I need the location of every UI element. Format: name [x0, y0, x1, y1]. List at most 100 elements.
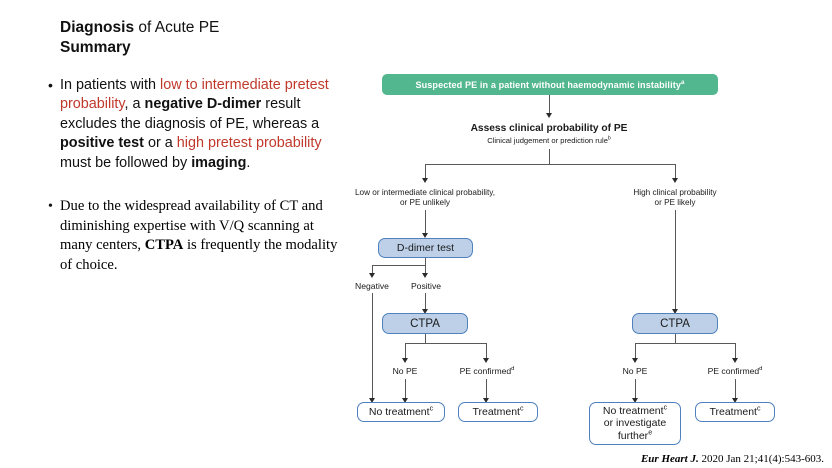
node-treatment-left: Treatmentc — [458, 402, 538, 422]
label-pe-confirmed-left: PE confirmedd — [459, 366, 515, 376]
arrowhead — [402, 398, 408, 403]
connector-high-to-ctpa — [675, 210, 676, 310]
connector-ddimer-down — [425, 258, 426, 266]
node-ctpa-left-label: CTPA — [410, 317, 440, 330]
connector-positive-branch — [425, 265, 426, 275]
b1-strong-negative-ddimer: negative D-dimer — [144, 96, 262, 113]
arrowhead — [483, 358, 489, 363]
connector-ctpa-right-nope — [635, 343, 636, 360]
connector-ctpa-left-nope — [405, 343, 406, 360]
label-pe-confirmed-right: PE confirmedd — [707, 366, 763, 376]
footnote-marker-c: c — [756, 404, 761, 413]
footnote-marker-d: d — [511, 366, 515, 373]
footnote-marker-a: a — [680, 78, 685, 86]
footnote-marker-d: d — [759, 366, 763, 373]
node-ctpa-right: CTPA — [632, 313, 718, 334]
arrowhead — [632, 358, 638, 363]
connector-nope-right-to-outcome — [635, 379, 636, 400]
bullet-item-1: • In patients with low to intermediate p… — [48, 76, 348, 173]
b1-t1: In patients with — [60, 77, 160, 93]
connector-ctpa-right-down — [675, 334, 676, 344]
citation-details: 2020 Jan 21;41(4):543-603. — [698, 453, 824, 465]
b1-t5: must be followed by — [60, 154, 192, 171]
connector-ctpa-left-confirmed — [486, 343, 487, 360]
arrowhead — [402, 358, 408, 363]
bullet-2-text: Due to the widespread availability of CT… — [60, 197, 348, 275]
b1-t4: or a — [143, 135, 177, 152]
node-ctpa-left: CTPA — [382, 313, 468, 334]
connector-to-ddimer — [425, 210, 426, 235]
arrowhead — [546, 113, 552, 118]
connector-split-left — [425, 164, 426, 180]
footnote-marker-c: c — [519, 404, 524, 413]
connector-negative-branch — [372, 265, 373, 275]
bullet-1-text: In patients with low to intermediate pre… — [60, 76, 348, 173]
arrowhead — [369, 273, 375, 278]
arrowhead — [483, 398, 489, 403]
connector-ctpa-right-confirmed — [735, 343, 736, 360]
b2-t1: Due to the widespread availability of CT… — [60, 198, 323, 254]
connector-positive-to-ctpa — [425, 293, 426, 311]
arrowhead — [369, 398, 375, 403]
label-negative: Negative — [355, 281, 389, 291]
page-title: Diagnosis of Acute PE Summary — [60, 18, 360, 58]
page-subtitle: Summary — [60, 39, 131, 56]
arrowhead — [422, 273, 428, 278]
connector-ctpa-right-horizontal — [635, 343, 735, 344]
b1-t6: . — [246, 154, 251, 171]
arrowhead — [422, 233, 428, 238]
bullet-marker: • — [48, 77, 53, 93]
arrowhead — [672, 309, 678, 314]
connector-ctpa-left-horizontal — [405, 343, 486, 344]
b1-strong-positive-test: positive test — [60, 135, 144, 152]
b1-strong-imaging: imaging — [191, 154, 247, 171]
node-no-treatment-investigate-right: No treatmentc or investigate furthere — [589, 402, 681, 445]
b2-t2: is frequently the modality of choice. — [60, 237, 338, 273]
arrowhead — [422, 178, 428, 183]
connector-ddimer-horizontal — [372, 265, 426, 266]
node-suspected-pe-label: Suspected PE in a patient without haemod… — [415, 78, 685, 90]
arrowhead — [632, 398, 638, 403]
node-right-line2: or investigate — [603, 417, 667, 430]
node-ddimer-label: D-dimer test — [396, 242, 455, 254]
connector-split-horizontal — [425, 164, 675, 165]
node-right-line3: furthere — [617, 428, 653, 442]
label-no-pe-right: No PE — [622, 366, 648, 376]
b1-highlight-high-pretest: high pretest probability — [176, 135, 322, 152]
b1-t3: result excludes the diagnosis of PE, whe… — [60, 96, 320, 132]
node-right-line1: No treatmentc — [602, 403, 668, 417]
b2-strong-ctpa: CTPA — [144, 237, 184, 254]
node-suspected-pe: Suspected PE in a patient without haemod… — [382, 74, 718, 95]
b1-t2: , a — [124, 96, 145, 113]
citation-journal: Eur Heart J. — [640, 453, 699, 465]
bullet-item-2: • Due to the widespread availability of … — [48, 197, 348, 275]
connector-confirmed-left-to-outcome — [486, 379, 487, 400]
b1-highlight-low-intermediate: low to intermediate pretest probability — [60, 77, 329, 113]
footnote-marker-c: c — [429, 404, 434, 413]
arrowhead — [732, 398, 738, 403]
node-ddimer-test: D-dimer test — [378, 238, 473, 258]
node-treatment-right-label: Treatmentc — [709, 404, 761, 418]
node-treatment-left-label: Treatmentc — [472, 404, 524, 418]
page-title-emphasis: Diagnosis — [60, 19, 135, 36]
arrowhead — [672, 178, 678, 183]
connector-split-right — [675, 164, 676, 180]
connector-negative-to-outcome — [372, 293, 373, 400]
label-positive: Positive — [410, 281, 442, 291]
label-no-pe-left: No PE — [392, 366, 418, 376]
label-clinical-judgement: Clinical judgement or prediction ruleb — [487, 135, 611, 145]
node-treatment-right: Treatmentc — [695, 402, 775, 422]
arrowhead — [422, 309, 428, 314]
label-branch-low-intermediate: Low or intermediate clinical probability… — [354, 188, 495, 208]
arrowhead — [732, 358, 738, 363]
connector-confirmed-right-to-outcome — [735, 379, 736, 400]
footnote-marker-b: b — [607, 135, 611, 142]
label-assess-clinical-probability: Assess clinical probability of PE — [470, 123, 628, 134]
connector-green-to-assess — [549, 95, 550, 115]
bullet-marker: • — [48, 199, 53, 214]
node-no-treatment-left: No treatmentc — [357, 402, 445, 422]
connector-nope-left-to-outcome — [405, 379, 406, 400]
node-no-treatment-left-label: No treatmentc — [368, 404, 434, 418]
